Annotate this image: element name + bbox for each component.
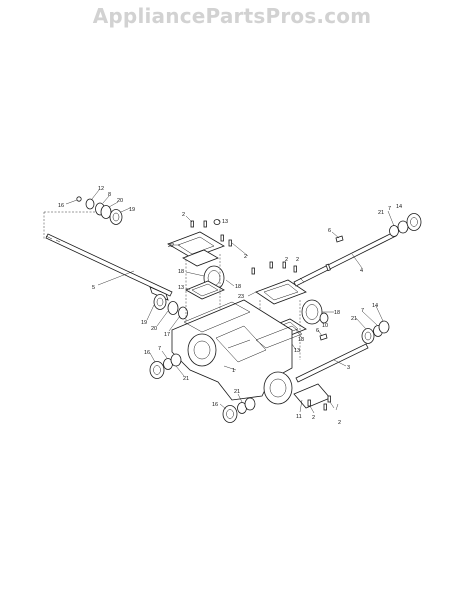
upper-right-shaft	[293, 231, 397, 287]
left-cover-stack	[167, 219, 232, 330]
lower-left-bearings	[149, 353, 182, 379]
left-lower-seals	[153, 294, 188, 320]
callout-2: 2	[285, 257, 288, 263]
callout-16: 16	[58, 203, 64, 209]
callout-16: 16	[212, 402, 218, 408]
callout-8: 8	[108, 192, 111, 198]
callout-5: 5	[92, 285, 95, 291]
callout-13: 13	[222, 219, 228, 225]
callout-18: 18	[235, 284, 241, 290]
top-left-bearing-stack	[76, 196, 123, 225]
callout-7: 7	[361, 308, 364, 314]
upper-right-bearings	[389, 213, 422, 237]
callout-18: 18	[334, 310, 340, 316]
left-axle-shaft	[43, 211, 173, 301]
callout-10: 10	[322, 323, 328, 329]
callout-12: 12	[98, 186, 104, 192]
callout-2: 2	[244, 254, 247, 260]
callout-21: 21	[183, 376, 189, 382]
callout-19: 19	[129, 207, 135, 213]
callout-13: 13	[178, 285, 184, 291]
callout-17: 17	[164, 332, 170, 338]
middle-right-bearings	[361, 320, 390, 344]
callout-2: 2	[312, 415, 315, 421]
callout-22: 22	[168, 243, 174, 249]
callout-6: 6	[328, 228, 331, 234]
callout-14: 14	[396, 204, 402, 210]
bottom-bearings	[222, 397, 256, 423]
callout-20: 20	[151, 326, 157, 332]
callout-14: 14	[372, 303, 378, 309]
transaxle-housing	[171, 299, 303, 405]
callout-2: 2	[182, 212, 185, 218]
leader-lines	[65, 189, 395, 414]
callout-2: 2	[296, 257, 299, 263]
callout-21: 21	[351, 316, 357, 322]
callout-1: 1	[232, 368, 235, 374]
callout-7: 7	[388, 206, 391, 212]
callout-11: 11	[296, 414, 302, 420]
callout-21: 21	[378, 210, 384, 216]
callout-3: 3	[347, 365, 350, 371]
callout-6: 6	[316, 328, 319, 334]
watermark: AppliancePartsPros.com	[92, 4, 372, 28]
callout-21: 21	[234, 389, 240, 395]
callout-labels: 16 12 8 20 19 5 2 13 22 2 2 18 18 13 19 …	[58, 186, 402, 426]
callout-13: 13	[294, 348, 300, 354]
middle-right-shaft	[295, 333, 369, 383]
callout-20: 20	[117, 198, 123, 204]
callout-18: 18	[178, 269, 184, 275]
callout-16: 16	[144, 350, 150, 356]
rear-cover-plate	[293, 263, 331, 411]
callout-19: 19	[141, 320, 147, 326]
callout-2: 2	[338, 420, 341, 426]
right-gear	[301, 299, 329, 325]
callout-23: 23	[238, 294, 244, 300]
callout-7: 7	[158, 346, 161, 352]
callout-4: 4	[360, 268, 363, 274]
callout-18: 18	[298, 337, 304, 343]
